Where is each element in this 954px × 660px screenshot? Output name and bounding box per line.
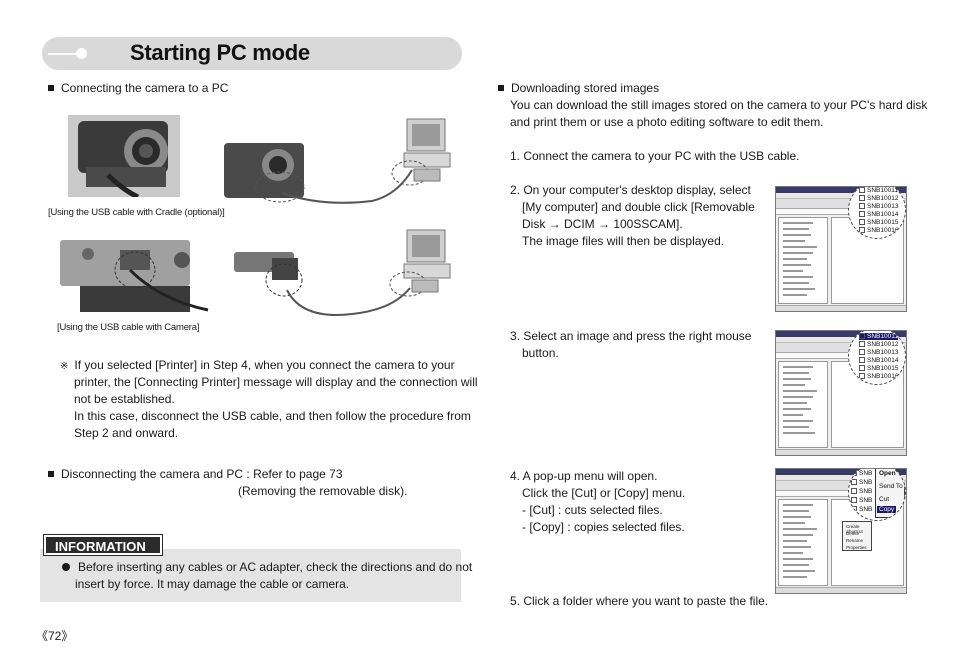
window-toolbar <box>776 343 906 353</box>
reference-mark-icon: ※ <box>60 361 69 372</box>
step-1: 1. Connect the camera to your PC with th… <box>510 149 800 163</box>
note-line-5: Step 2 and onward. <box>74 426 179 440</box>
caption-cradle: [Using the USB cable with Cradle (option… <box>48 207 225 218</box>
window-address-bar <box>776 491 906 497</box>
folder-tree <box>778 361 828 448</box>
zoom-circle-context-menu: SNB SNB SNB SNB SNB Open Send To Cut Cop… <box>848 469 906 521</box>
caption-camera: [Using the USB cable with Camera] <box>57 322 200 333</box>
folder-tree <box>778 217 828 304</box>
square-bullet-icon <box>48 471 54 477</box>
step-3-line-2: button. <box>522 346 559 360</box>
page-title: Starting PC mode <box>130 40 310 65</box>
context-menu-open[interactable]: Open <box>879 470 896 477</box>
information-box: Before inserting any cables or AC adapte… <box>40 549 472 602</box>
photo-camera-to-pc <box>232 228 452 320</box>
context-menu: Open Send To Cut Copy <box>875 469 905 518</box>
explorer-screenshot-2: SNB10011 SNB10012 SNB10013 SNB10014 SNB1… <box>775 330 907 456</box>
step-2-line-3: Disk → DCIM → 100SSCAM]. <box>522 217 683 231</box>
intro-line-1: You can download the still images stored… <box>510 98 928 112</box>
context-menu-copy[interactable]: Copy <box>877 506 897 513</box>
download-heading: Downloading stored images <box>498 80 659 97</box>
context-menu-small: Create Shortcut Delete Rename Properties <box>842 521 872 551</box>
photo-camera-usb <box>60 240 210 312</box>
title-line-decoration <box>48 53 78 55</box>
window-statusbar <box>776 449 906 455</box>
note-line-3: not be established. <box>74 392 175 406</box>
note-line-1: ※If you selected [Printer] in Step 4, wh… <box>60 358 455 372</box>
step-4-line-4: - [Copy] : copies selected files. <box>522 520 685 534</box>
step-2-line-2: [My computer] and double click [Removabl… <box>522 200 755 214</box>
connect-heading: Connecting the camera to a PC <box>48 80 228 97</box>
window-address-bar <box>776 353 906 359</box>
window-titlebar <box>776 331 906 337</box>
note-line-4: In this case, disconnect the USB cable, … <box>74 409 471 423</box>
window-menubar <box>776 193 906 199</box>
window-statusbar <box>776 587 906 593</box>
step-4-line-3: - [Cut] : cuts selected files. <box>522 503 663 517</box>
step-5: 5. Click a folder where you want to past… <box>510 594 769 608</box>
window-toolbar <box>776 481 906 491</box>
window-menubar <box>776 337 906 343</box>
explorer-screenshot-1: SNB10011 SNB10012 SNB10013 SNB10014 SNB1… <box>775 186 907 312</box>
note-line-2: printer, the [Connecting Printer] messag… <box>74 375 478 389</box>
information-label: INFORMATION <box>43 534 163 556</box>
window-titlebar <box>776 187 906 193</box>
zoom-circle-files: SNB10011 SNB10012 SNB10013 SNB10014 SNB1… <box>848 187 906 239</box>
context-menu-cut[interactable]: Cut <box>879 496 890 503</box>
disconnect-heading: Disconnecting the camera and PC : Refer … <box>48 466 343 483</box>
square-bullet-icon <box>48 85 54 91</box>
window-toolbar <box>776 199 906 209</box>
folder-tree <box>778 499 828 586</box>
title-dot-decoration <box>76 48 87 59</box>
info-line-1: Before inserting any cables or AC adapte… <box>62 559 472 576</box>
disconnect-reference: (Removing the removable disk). <box>238 484 408 498</box>
window-address-bar <box>776 209 906 215</box>
info-line-2: insert by force. It may damage the cable… <box>75 577 350 591</box>
step-2-line-4: The image files will then be displayed. <box>522 234 725 248</box>
step-4-line-1: 4. A pop-up menu will open. <box>510 469 658 483</box>
title-banner: Starting PC mode <box>42 37 462 70</box>
zoom-circle-selected: SNB10011 SNB10012 SNB10013 SNB10014 SNB1… <box>848 331 906 385</box>
explorer-screenshot-3: Create Shortcut Delete Rename Properties… <box>775 468 907 594</box>
window-menubar <box>776 475 906 481</box>
photo-camera-cradle <box>68 115 180 197</box>
context-menu-send-to[interactable]: Send To <box>879 483 903 490</box>
window-statusbar <box>776 305 906 311</box>
round-bullet-icon <box>62 563 70 571</box>
step-2-line-1: 2. On your computer's desktop display, s… <box>510 183 751 197</box>
photo-cradle-to-pc <box>222 115 452 207</box>
step-4-line-2: Click the [Cut] or [Copy] menu. <box>522 486 686 500</box>
window-titlebar <box>776 469 906 475</box>
intro-line-2: and print them or use a photo editing so… <box>510 115 824 129</box>
page-number: 《72》 <box>36 629 74 643</box>
step-3-line-1: 3. Select an image and press the right m… <box>510 329 752 343</box>
square-bullet-icon <box>498 85 504 91</box>
